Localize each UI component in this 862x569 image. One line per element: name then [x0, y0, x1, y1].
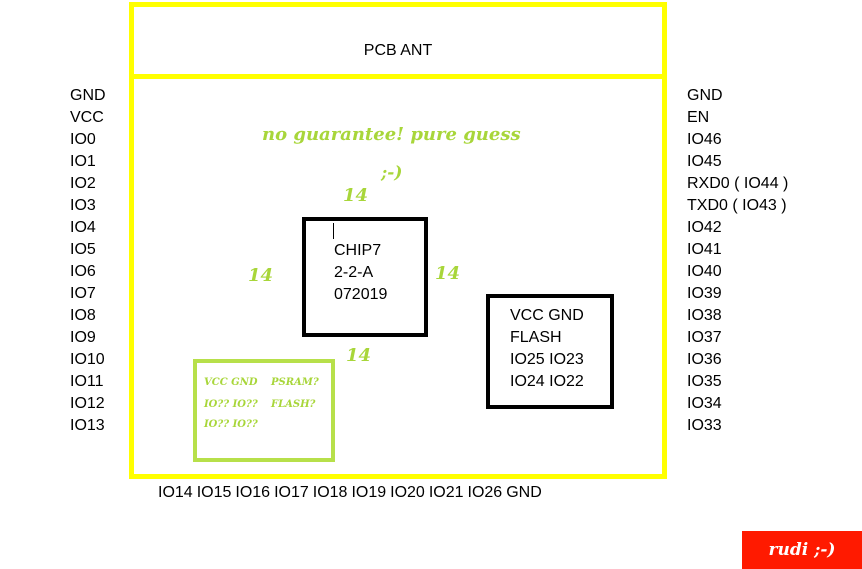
pin-label: IO12 — [70, 395, 105, 412]
pin-label: IO7 — [70, 285, 96, 302]
flash-pinout-line: IO24 IO22 — [510, 373, 584, 390]
disclaimer-note: no guarantee! pure guess — [262, 124, 521, 145]
pin-label: IO39 — [687, 285, 722, 302]
pin-label: IO1 — [70, 153, 96, 170]
pin-label: IO40 — [687, 263, 722, 280]
pin-label: IO42 — [687, 219, 722, 236]
pin-label: IO18 — [312, 484, 348, 501]
flash-pinout: VCC GND FLASH IO25 IO23 IO24 IO22 — [510, 305, 584, 393]
pin-label: IO41 — [687, 241, 722, 258]
pin-label: IO9 — [70, 329, 96, 346]
pin-label: IO35 — [687, 373, 722, 390]
antenna-divider — [129, 74, 667, 79]
chip-marking-line: 2-2-A — [334, 264, 374, 281]
pin-label: IO45 — [687, 153, 722, 170]
pin-label: IO4 — [70, 219, 96, 236]
pin-label: IO15 — [196, 484, 232, 501]
pin-label: IO20 — [390, 484, 425, 501]
pin-label: IO13 — [70, 417, 105, 434]
pin-label: VCC — [70, 109, 104, 126]
left-pin-list: GND VCC IO0 IO1 IO2 IO3 IO4 IO5 IO6 IO7 … — [70, 85, 106, 437]
chip-marking-line: CHIP7 — [334, 242, 382, 259]
text-cursor — [333, 223, 334, 239]
flash-box — [486, 294, 614, 409]
module-outline — [129, 2, 667, 479]
bottom-pin-list: IO14 IO15 IO16 IO17 IO18 IO19 IO20 IO21 … — [158, 482, 542, 504]
signature-text: rudi ;-) — [768, 540, 836, 560]
pin-label: IO14 — [158, 484, 193, 501]
chip-pin-count-top: 14 — [343, 185, 369, 206]
pin-label: IO6 — [70, 263, 96, 280]
pin-label: IO36 — [687, 351, 722, 368]
psram-pinout-line: VCC GND — [204, 377, 258, 388]
pin-label: IO5 — [70, 241, 96, 258]
psram-pinout-line: IO?? IO?? — [204, 419, 258, 430]
pin-label: IO33 — [687, 417, 722, 434]
psram-box — [193, 359, 335, 462]
chip-pin-count-right: 14 — [435, 263, 461, 284]
pin-label: IO0 — [70, 131, 96, 148]
pcb-antenna-label: PCB ANT — [363, 42, 433, 59]
pin-label: IO11 — [70, 373, 104, 390]
pin-label: IO34 — [687, 395, 722, 412]
flash-pinout-line: IO25 IO23 — [510, 351, 584, 368]
chip-marking-line: 072019 — [334, 286, 388, 303]
right-pin-list: GND EN IO46 IO45 RXD0 ( IO44 ) TXD0 ( IO… — [687, 85, 788, 437]
flash-pinout-line: VCC GND — [510, 307, 584, 324]
chip-box — [302, 217, 428, 337]
pin-label: IO16 — [235, 484, 271, 501]
psram-pinout-line: IO?? IO?? — [204, 399, 258, 410]
pin-label: GND — [506, 484, 542, 501]
pin-label: IO8 — [70, 307, 96, 324]
pin-label: TXD0 ( IO43 ) — [687, 197, 787, 214]
flash-pinout-line: FLASH — [510, 329, 562, 346]
pin-label: IO2 — [70, 175, 96, 192]
flash-guess-label: FLASH? — [271, 399, 316, 410]
pin-label: IO46 — [687, 131, 722, 148]
pin-label: GND — [687, 87, 723, 104]
chip-marking: CHIP7 2-2-A 072019 — [334, 240, 387, 306]
pin-label: IO26 — [467, 484, 503, 501]
pin-label: IO3 — [70, 197, 96, 214]
chip-pin-count-bottom: 14 — [346, 345, 372, 366]
pin-label: IO37 — [687, 329, 722, 346]
pin-label: RXD0 ( IO44 ) — [687, 175, 789, 192]
pin-label: GND — [70, 87, 106, 104]
signature-badge: rudi ;-) — [742, 531, 862, 569]
psram-guess-label: PSRAM? — [271, 377, 319, 388]
chip-pin-count-left: 14 — [248, 265, 274, 286]
wink-note: ;-) — [381, 163, 403, 183]
pin-label: IO38 — [687, 307, 722, 324]
pin-label: IO19 — [351, 484, 387, 501]
pin-label: IO10 — [70, 351, 105, 368]
pin-label: IO21 — [428, 484, 464, 501]
pin-label: IO17 — [274, 484, 309, 501]
pin-label: EN — [687, 109, 710, 126]
